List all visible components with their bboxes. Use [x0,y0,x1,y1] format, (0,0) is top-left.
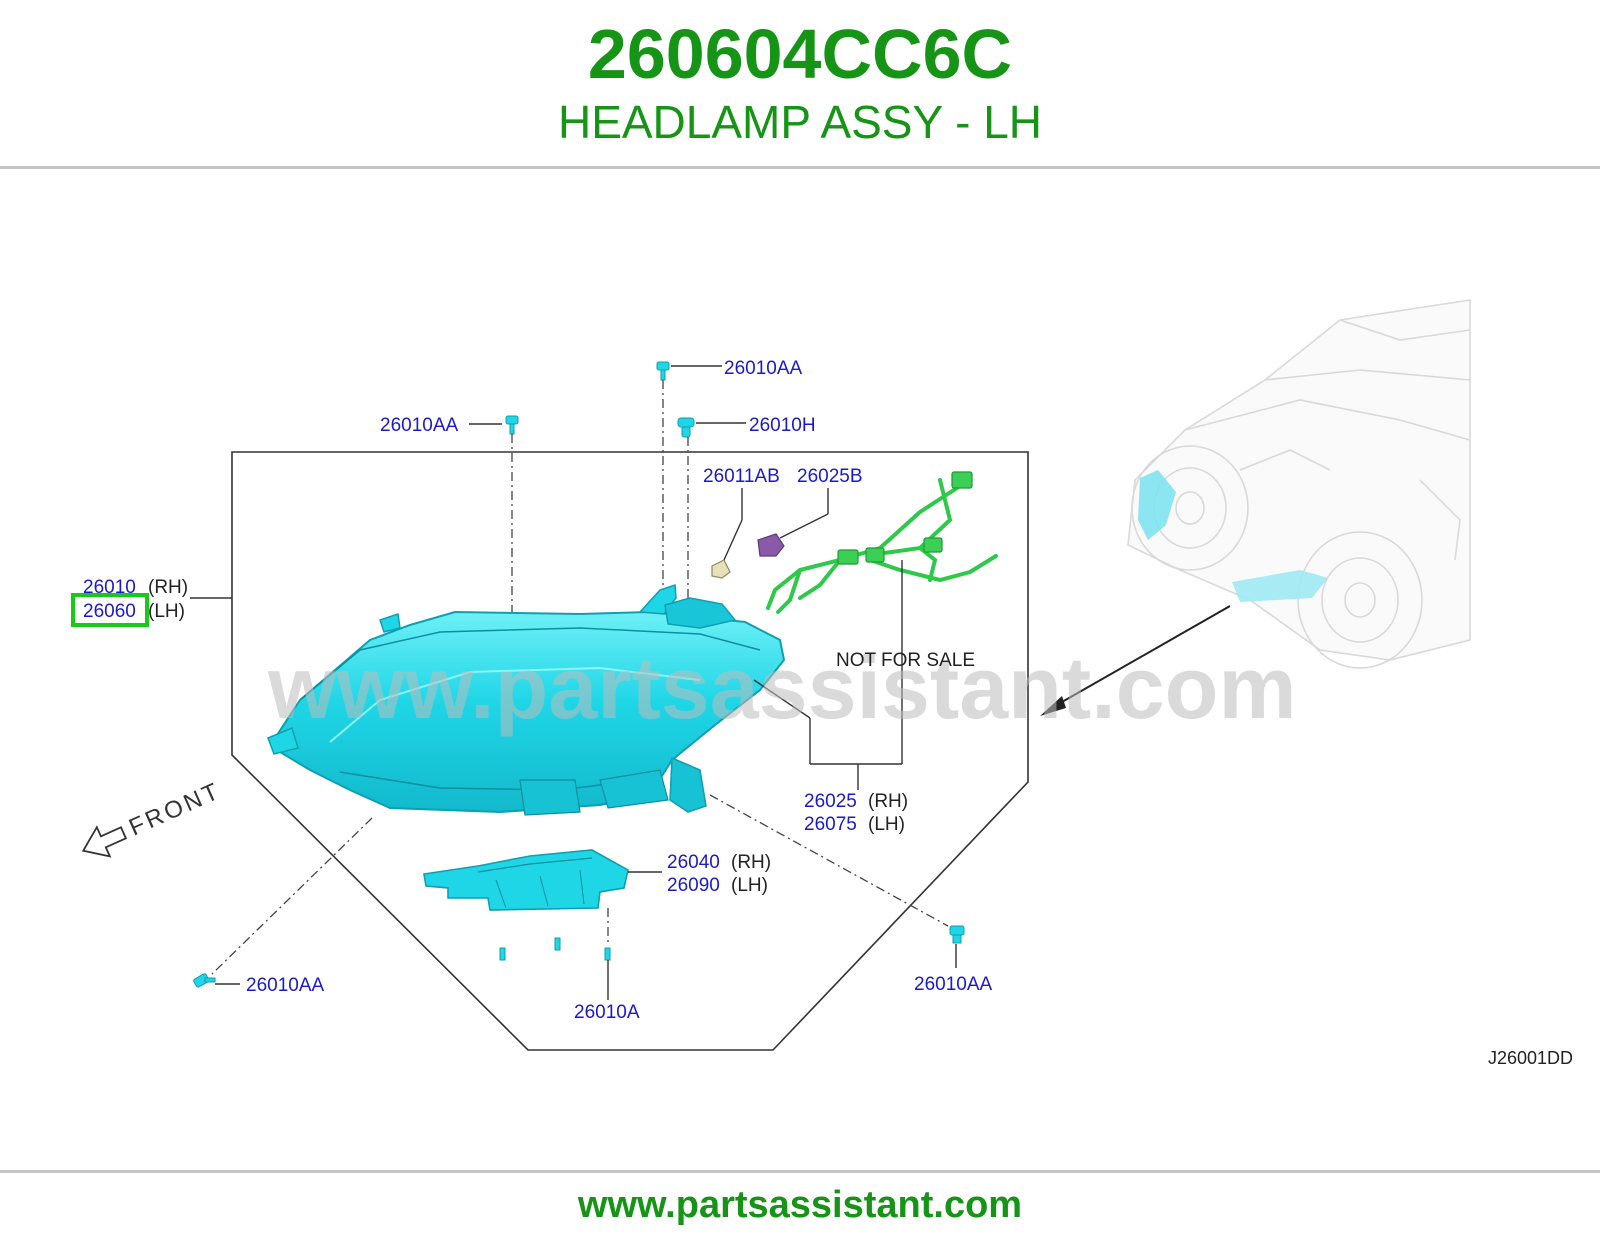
label-socket[interactable]: 26025B [797,466,863,487]
label-headlamp-rh[interactable]: 26010 [83,577,136,598]
header: 260604CC6C HEADLAMP ASSY - LH [0,0,1600,168]
vehicle-pointer-arrowhead [1040,696,1066,716]
diagram-code: J26001DD [1488,1048,1573,1068]
part-number-title: 260604CC6C [587,15,1013,93]
label-headlamp-lh[interactable]: 26060 [83,601,136,622]
vehicle-sketch [1127,299,1471,669]
bracket-part [423,849,629,911]
bulb-part [711,559,731,579]
footer-divider [0,1170,1600,1173]
vehicle-pointer-arrow [1047,605,1231,711]
label-screw-bottom-right[interactable]: 26010AA [914,974,993,995]
label-harness-rh-side: (RH) [868,791,908,812]
small-screws [499,937,611,961]
label-harness-rh[interactable]: 26025 [804,791,857,812]
selected-part-highlight [71,593,149,627]
label-bracket-rh[interactable]: 26040 [667,852,720,873]
headlamp-assembly [267,583,786,816]
dashed-guide-lines [211,380,949,975]
not-for-sale-note: NOT FOR SALE [836,650,975,671]
front-label: FRONT [125,777,225,841]
assembly-outline [231,451,1029,1051]
label-clip-top[interactable]: 26010H [749,415,816,436]
label-bracket-lh[interactable]: 26090 [667,875,720,896]
label-screw-top[interactable]: 26010AA [724,358,803,379]
label-bracket-lh-side: (LH) [731,875,768,896]
vehicle-foglamp-highlight [1232,570,1328,602]
part-description: HEADLAMP ASSY - LH [557,96,1043,148]
watermark: www.partsassistant.com [267,638,1297,737]
leader-lines [190,365,957,1000]
label-headlamp-rh-side: (RH) [148,577,188,598]
vehicle-headlamp-highlight [1138,470,1176,540]
front-direction-indicator: FRONT [81,777,225,858]
label-bulb[interactable]: 26011AB [703,466,780,487]
wiring-harness [766,478,998,614]
screw-bottom-right [949,925,965,944]
screw-bottom-left [193,973,216,988]
label-screw-left-top[interactable]: 26010AA [380,415,459,436]
label-screw-bottom-center[interactable]: 26010A [574,1002,640,1023]
header-divider [0,166,1600,169]
screw-left-top [505,415,519,435]
label-harness-lh[interactable]: 26075 [804,814,857,835]
label-bracket-rh-side: (RH) [731,852,771,873]
footer-url[interactable]: www.partsassistant.com [577,1184,1023,1226]
label-screw-bottom-left[interactable]: 26010AA [246,975,325,996]
screw-top [656,361,670,381]
bulb-socket-part [757,533,785,557]
clip-top [677,417,695,438]
harness-connectors [837,471,973,565]
label-harness-lh-side: (LH) [868,814,905,835]
label-headlamp-lh-side: (LH) [148,601,185,622]
